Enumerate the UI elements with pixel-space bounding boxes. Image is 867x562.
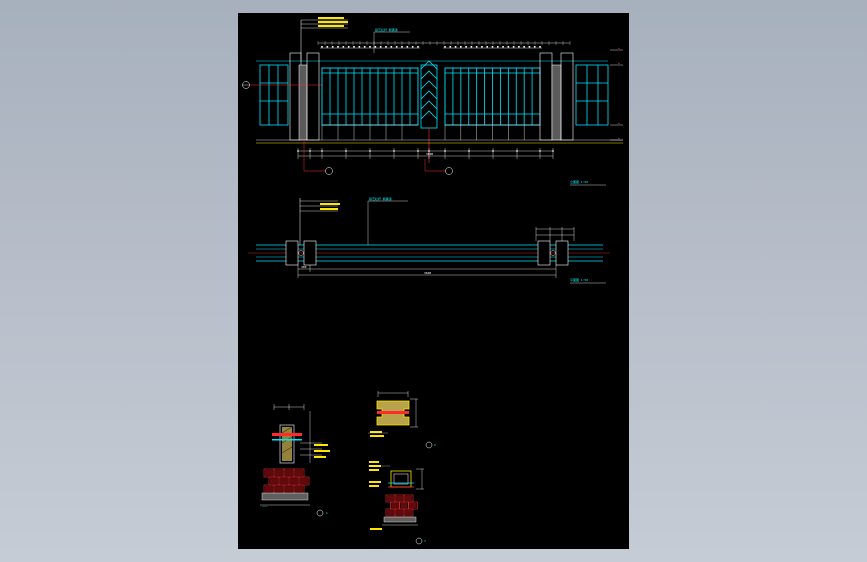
elevation-level-marks: ± ± ± ± [610, 46, 623, 141]
center-arrow-post [420, 60, 438, 163]
fence-bay [443, 46, 542, 140]
plan-dim-total: 3600 [424, 271, 431, 275]
elevation-title: 立面图 1:50 [570, 179, 588, 184]
fence-elevation: 铁艺栏杆 刷黑漆 [242, 17, 623, 186]
elev-dim-total: 3600 [426, 152, 433, 156]
elevation-top-dimension [317, 41, 571, 45]
detail-c-label: 3 [424, 539, 426, 543]
svg-text:±: ± [618, 136, 620, 140]
svg-text:───: ─── [261, 505, 268, 509]
svg-text:±: ± [618, 46, 620, 50]
svg-text:±: ± [618, 61, 620, 65]
fence-bay [320, 46, 420, 140]
fence-plan: 铁艺栏杆 刷黑漆 [248, 196, 610, 284]
plan-dimension: 3600 400 [297, 265, 557, 278]
main-fence-bays [320, 46, 542, 140]
detail-a-label: 1 [326, 511, 328, 515]
plan-dim-pillar: 400 [301, 265, 307, 269]
plan-note-text: 铁艺栏杆 刷黑漆 [369, 196, 392, 201]
cad-drawing: 铁艺栏杆 刷黑漆 [242, 17, 623, 545]
detail-b-label: 2 [434, 443, 436, 447]
right-side-bay [575, 64, 609, 126]
plan-right-dims [535, 227, 575, 241]
plan-title: 平面图 1:50 [570, 278, 588, 282]
left-side-bay [259, 64, 289, 126]
cap-detail: 2 [368, 391, 436, 449]
svg-text:±: ± [618, 121, 620, 125]
left-section-marker [242, 81, 323, 89]
elevation-section-markers [303, 140, 453, 175]
right-pillar [539, 52, 574, 141]
elevation-top-notes: 铁艺栏杆 刷黑漆 [300, 17, 410, 61]
base-detail: 3 [368, 461, 426, 545]
elev-note-text: 铁艺栏杆 刷黑漆 [375, 27, 398, 32]
plan-notes: 铁艺栏杆 刷黑漆 [299, 196, 408, 245]
pillar-section-detail: ─── 1 [260, 404, 330, 517]
left-pillar [289, 52, 320, 141]
drawing-sheet: 铁艺栏杆 刷黑漆 [238, 13, 629, 549]
elevation-bottom-dimension: 3600 [297, 148, 554, 159]
